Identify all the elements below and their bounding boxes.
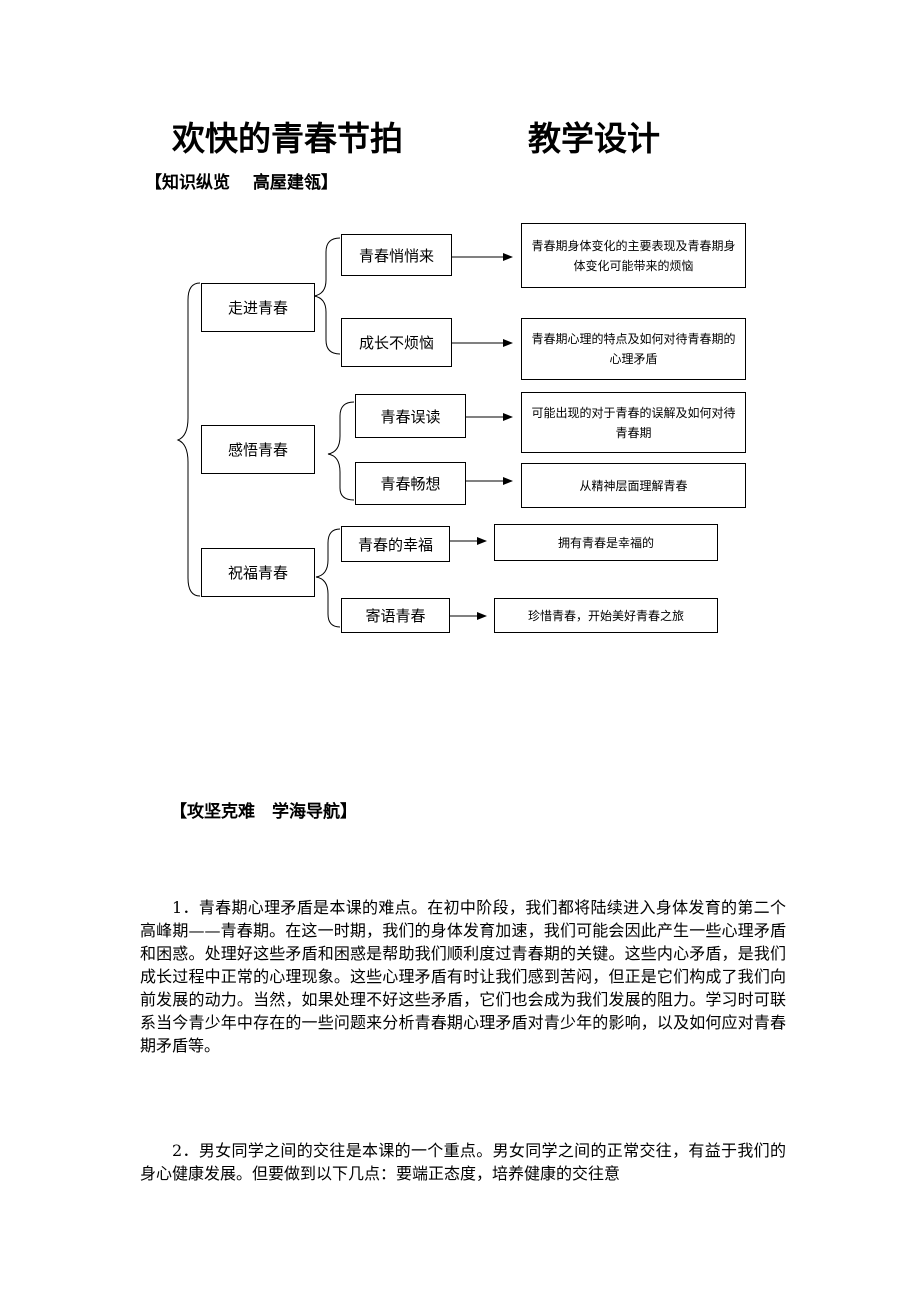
document-title: 欢快的青春节拍 教学设计 — [0, 112, 920, 162]
title-suffix: 教学设计 — [528, 119, 660, 158]
section-heading-difficulties: 【攻坚克难 学海导航】 — [170, 802, 357, 822]
paragraph-1: 1．青春期心理矛盾是本课的难点。在初中阶段，我们都将陆续进入身体发育的第二个高峰… — [140, 898, 786, 1055]
title-main: 欢快的青春节拍 — [172, 119, 403, 158]
sub-node-4: 青春畅想 — [355, 462, 466, 505]
main-node-1: 走进青春 — [201, 283, 315, 332]
concept-diagram: 走进青春 感悟青春 祝福青春 青春悄悄来 成长不烦恼 青春误读 青春畅想 青春的… — [176, 223, 746, 633]
desc-node-6: 珍惜青春，开始美好青春之旅 — [494, 598, 718, 633]
brace-2 — [327, 401, 355, 501]
desc-node-3: 可能出现的对于青春的误解及如何对待青春期 — [521, 392, 746, 453]
desc-node-4: 从精神层面理解青春 — [521, 463, 746, 508]
section-heading-overview: 【知识纵览 高屋建瓴】 — [145, 173, 338, 193]
sub-node-5: 青春的幸福 — [341, 526, 450, 562]
sub-node-1: 青春悄悄来 — [341, 234, 452, 276]
main-node-3: 祝福青春 — [201, 548, 315, 597]
main-brace — [176, 282, 201, 597]
diagram-connectors — [176, 237, 513, 628]
sub-node-3: 青春误读 — [355, 394, 466, 438]
desc-node-5: 拥有青春是幸福的 — [494, 524, 718, 561]
paragraph-2: 2．男女同学之间的交往是本课的一个重点。男女同学之间的正常交往，有益于我们的身心… — [140, 1141, 786, 1183]
sub-node-2: 成长不烦恼 — [341, 318, 452, 367]
desc-node-1: 青春期身体变化的主要表现及青春期身体变化可能带来的烦恼 — [521, 223, 746, 288]
main-node-2: 感悟青春 — [201, 425, 315, 474]
brace-1 — [313, 237, 341, 355]
desc-node-2: 青春期心理的特点及如何对待青春期的心理矛盾 — [521, 318, 746, 380]
sub-node-6: 寄语青春 — [341, 598, 450, 633]
brace-3 — [315, 528, 341, 628]
